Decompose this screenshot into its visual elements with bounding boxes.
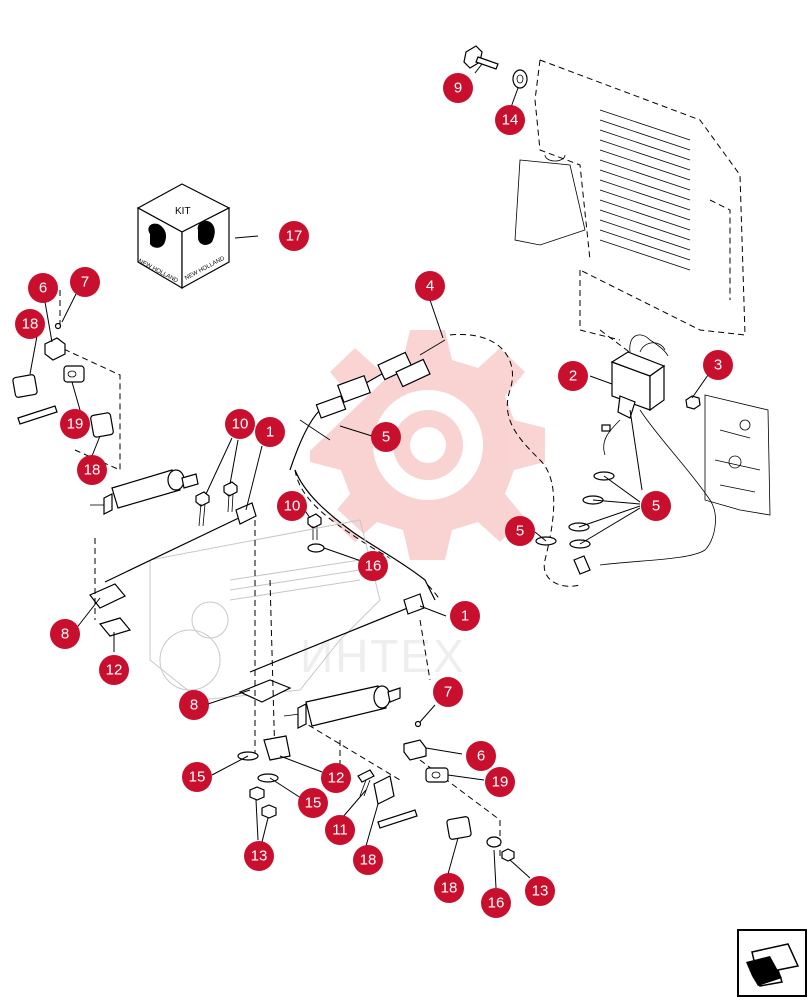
callout-15-right: 15 [298,788,328,818]
svg-text:12: 12 [328,770,345,787]
cylinder-upper [90,469,199,515]
svg-text:11: 11 [332,822,348,839]
callout-19-lower: 19 [485,767,515,797]
callout-6-upper: 6 [28,273,58,303]
machine-ghost [149,519,381,701]
callout-9: 9 [443,73,473,103]
callout-4: 4 [415,271,445,301]
svg-text:12: 12 [106,662,123,679]
svg-text:9: 9 [454,80,462,97]
svg-text:13: 13 [251,848,268,865]
kit-box: KIT NEW HOLLAND NEW HOLLAND [136,183,231,290]
callout-14: 14 [495,105,525,135]
svg-text:15: 15 [189,769,206,786]
callout-19-upper: 19 [60,409,90,439]
callout-12-lower: 12 [321,763,351,793]
svg-text:1: 1 [266,424,274,441]
svg-text:16: 16 [365,558,382,575]
svg-text:19: 19 [67,416,84,433]
callout-18-upper-a: 18 [15,309,45,339]
washer-14 [512,69,528,89]
side-panel [704,394,771,516]
callout-8-lower: 8 [179,690,209,720]
callout-5-lower: 5 [505,516,535,546]
svg-text:5: 5 [382,429,390,446]
svg-text:8: 8 [190,697,198,714]
svg-text:7: 7 [81,274,89,291]
callout-18-upper-b: 18 [77,455,107,485]
left-upper-parts [12,290,121,471]
cylinder-lower [283,685,401,729]
support-rods [89,502,425,703]
svg-text:1: 1 [461,608,469,625]
svg-text:5: 5 [516,523,524,540]
svg-text:16: 16 [488,895,505,912]
cab-frame [514,59,746,341]
svg-text:4: 4 [426,278,434,295]
callout-2: 2 [558,361,588,391]
callout-13-right: 13 [525,876,555,906]
clip-12-upper [98,617,132,637]
callout-15-left: 15 [182,762,212,792]
callout-3: 3 [703,350,733,380]
lower-small-parts [237,720,515,862]
callout-11: 11 [325,815,355,845]
svg-text:3: 3 [714,357,722,374]
kit-label: KIT [175,206,191,217]
svg-text:18: 18 [84,462,101,479]
callout-13-left: 13 [244,841,274,871]
bolts-10 [195,481,325,553]
svg-text:17: 17 [286,228,303,245]
callout-18-lower-b: 18 [434,873,464,903]
svg-text:10: 10 [284,498,301,515]
page-return-arrow-icon[interactable] [737,929,807,997]
svg-text:15: 15 [305,795,322,812]
callout-6-lower: 6 [466,741,496,771]
relay-module [599,334,716,566]
callout-5-harness: 5 [371,422,401,452]
callout-12-upper: 12 [99,655,129,685]
svg-text:13: 13 [532,883,549,900]
watermark-text: ИНТЕХ [300,630,466,682]
svg-text:2: 2 [569,368,577,385]
harness-clips [535,471,615,575]
svg-text:14: 14 [502,112,519,129]
callout-18-lower-a: 18 [353,845,383,875]
callout-16-mid: 16 [358,551,388,581]
nut-3 [685,395,701,410]
callout-10-mid: 10 [277,491,307,521]
callout-1-upper: 1 [255,417,285,447]
callout-17: 17 [279,221,309,251]
new-holland-leaf-icon [148,220,215,248]
svg-text:8: 8 [61,626,69,643]
callout-16-lower: 16 [481,888,511,918]
svg-text:18: 18 [441,880,458,897]
callout-5-clips: 5 [641,491,671,521]
svg-text:19: 19 [492,774,509,791]
svg-text:7: 7 [444,684,452,701]
callout-1-lower: 1 [450,601,480,631]
svg-text:6: 6 [477,748,485,765]
svg-text:18: 18 [360,852,377,869]
callout-8-upper: 8 [50,619,80,649]
svg-text:10: 10 [232,416,249,433]
bolt-9 [463,45,499,70]
svg-text:5: 5 [652,498,660,515]
callout-7-upper: 7 [70,267,100,297]
wiring-harness [289,339,446,601]
callout-7-lower: 7 [433,677,463,707]
svg-text:6: 6 [39,280,47,297]
svg-text:18: 18 [22,316,39,333]
callout-10-upper: 10 [225,409,255,439]
watermark: ИНТЕХ [300,330,545,682]
cab-grille [599,109,691,271]
